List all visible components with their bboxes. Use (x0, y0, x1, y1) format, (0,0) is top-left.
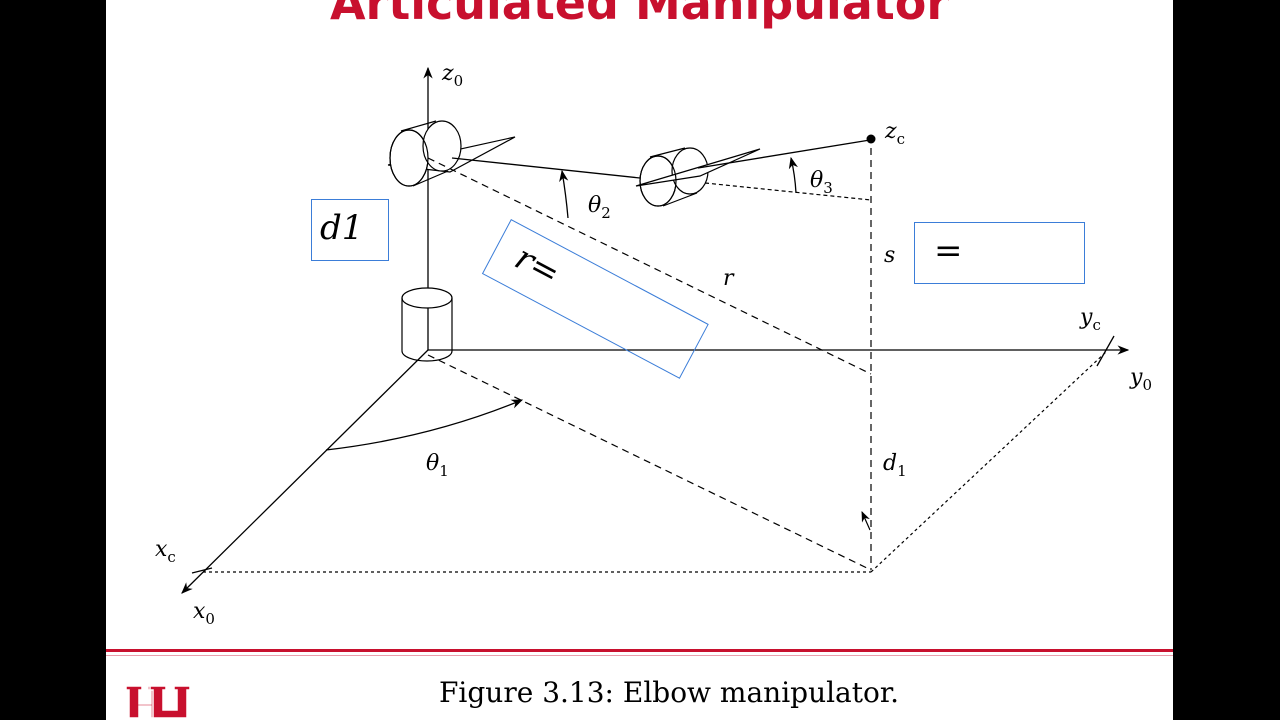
elbow-manipulator-diagram: z0 zc θ2 θ3 r s yc y0 θ1 d1 xc x0 (155, 61, 1152, 628)
annotation-box-d1[interactable]: d1 (311, 199, 389, 261)
annotation-s-text: = (934, 231, 963, 271)
label-y0: y0 (1129, 365, 1152, 394)
link-2 (451, 157, 641, 179)
slide-title: Articulated Manipulator (329, 0, 950, 30)
annotation-r-text: r= (508, 237, 567, 295)
footer-rule (106, 649, 1173, 652)
theta2-arc (559, 169, 569, 219)
construction-lines (203, 148, 1107, 573)
label-theta2: θ2 (588, 193, 611, 222)
footer-rule-thin (106, 655, 1173, 656)
wrist-center-point (866, 134, 876, 144)
theta1-arc (325, 399, 524, 451)
d1-arrow (861, 511, 871, 531)
yc-tick (1096, 335, 1115, 367)
label-xc: xc (155, 537, 176, 566)
xc-tick (191, 567, 213, 574)
slide: Articulated Manipulator (106, 0, 1173, 720)
label-z0: z0 (441, 61, 463, 90)
label-d1: d1 (883, 451, 907, 480)
theta3-arc (788, 156, 798, 194)
uh-logo (125, 685, 191, 719)
link-3 (697, 139, 871, 169)
label-s: s (884, 243, 895, 268)
label-yc: yc (1079, 305, 1101, 334)
base-cylinder (401, 287, 453, 362)
x0-axis (181, 349, 429, 594)
label-r: r (723, 266, 735, 291)
label-theta1: θ1 (426, 451, 449, 480)
annotation-box-s[interactable]: = (914, 222, 1085, 284)
label-x0: x0 (193, 599, 215, 628)
figure-caption: Figure 3.13: Elbow manipulator. (439, 676, 900, 709)
shoulder-joint (387, 120, 516, 187)
annotation-d1-text: d1 (320, 208, 364, 248)
elbow-joint (635, 147, 761, 207)
label-theta3: θ3 (810, 168, 833, 197)
label-zc: zc (884, 119, 905, 148)
